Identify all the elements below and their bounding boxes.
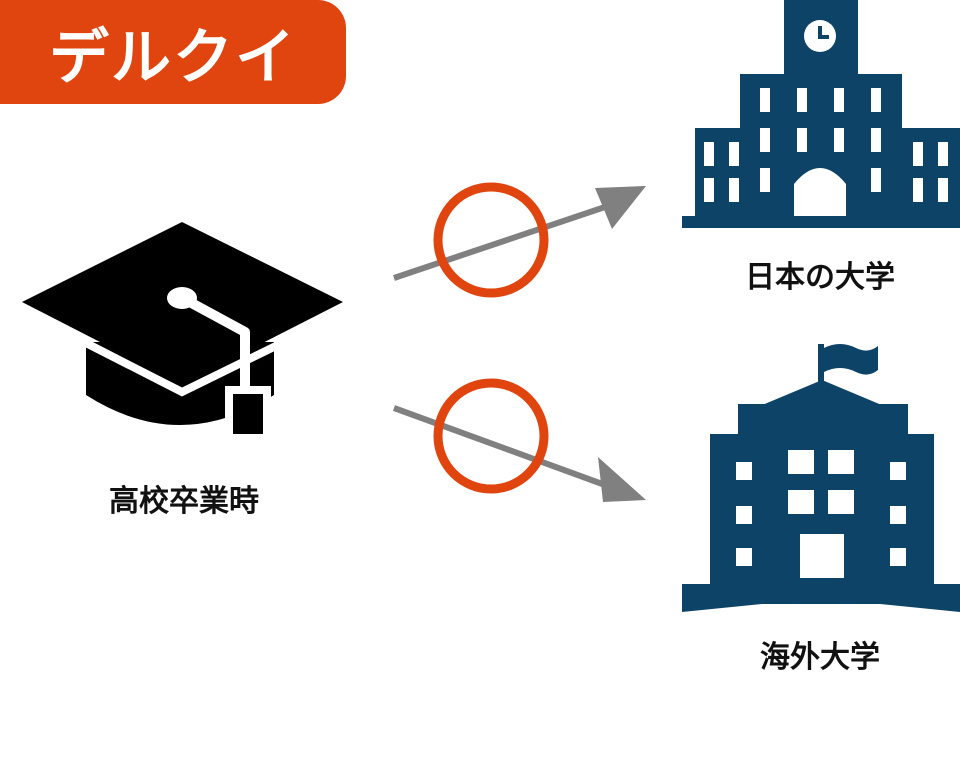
start-label: 高校卒業時 <box>109 484 259 519</box>
arrow-to-japan <box>393 186 646 281</box>
ok-circle-icon <box>433 378 549 494</box>
ok-circle-icon <box>433 182 549 298</box>
japan-university-label: 日本の大学 <box>745 260 895 295</box>
flag-building-university-icon <box>682 344 960 612</box>
quiz-badge: デルクイ <box>0 0 346 104</box>
badge-label: デルクイ <box>49 22 297 93</box>
clock-tower-university-icon <box>682 0 960 228</box>
arrow-to-overseas <box>392 405 646 502</box>
overseas-university-label: 海外大学 <box>760 640 880 675</box>
graduation-cap-icon <box>22 222 343 442</box>
